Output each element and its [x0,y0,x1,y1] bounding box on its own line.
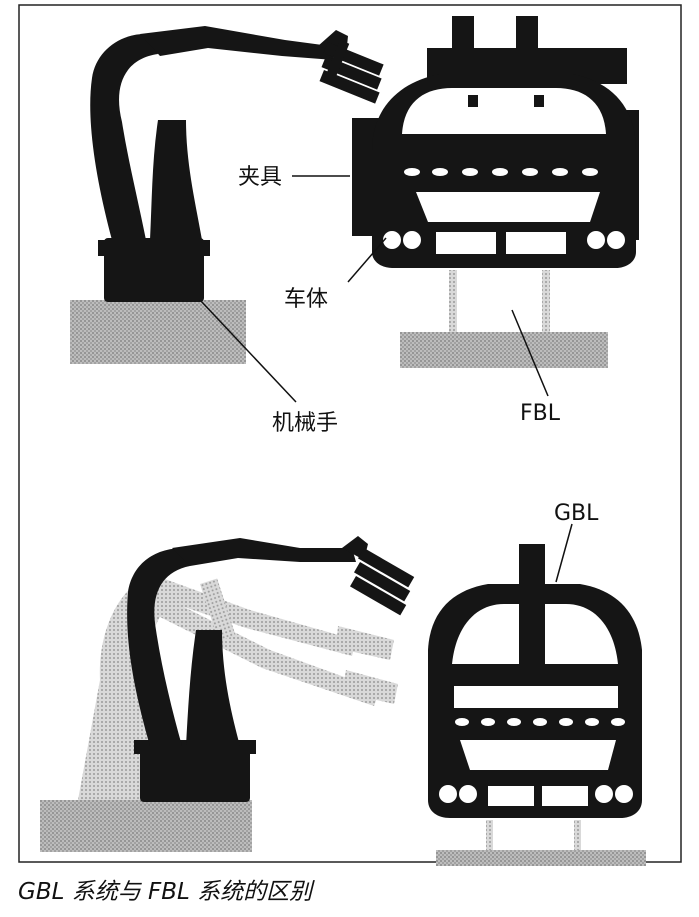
label-car-body: 车体 [284,287,328,312]
bottom-panel: GBL [40,501,646,866]
robot-arm-bottom [127,536,368,802]
label-fbl: FBL [520,401,561,426]
floor-support-bottom [436,820,646,866]
gripper-bottom [350,548,415,616]
car-body-top [352,16,639,268]
label-fixture: 夹具 [238,165,282,190]
gripper-top [319,40,384,104]
leader-lines-top [199,175,549,403]
robot-arm [90,26,348,302]
leader-line-gbl [555,523,573,583]
robot-base-bottom [40,800,252,852]
fbl-support [400,270,608,368]
figure-caption: GBL 系统与 FBL 系统的区别 [18,879,313,905]
robot-base [70,300,246,364]
label-gbl: GBL [554,501,599,526]
label-robot: 机械手 [272,411,338,436]
top-panel: 夹具 车体 机械手 FBL [70,16,639,436]
car-body-bottom [428,544,642,818]
